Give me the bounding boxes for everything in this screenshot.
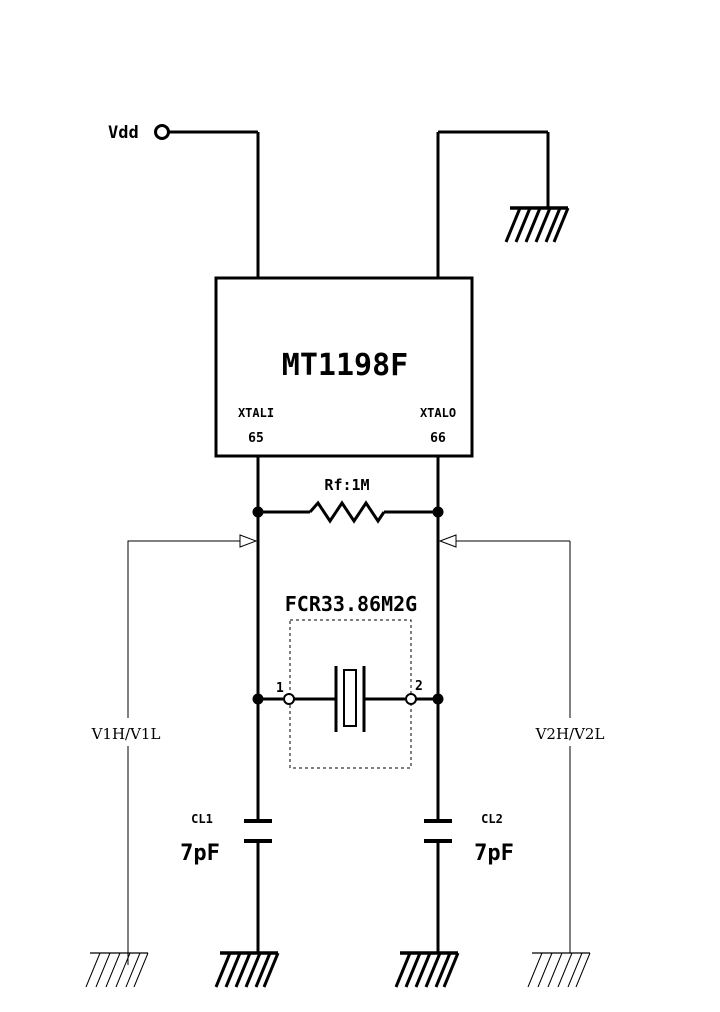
- ground-symbol-top: [504, 206, 570, 244]
- capacitor-cl1: [244, 819, 272, 953]
- ground-symbol-probe-left: [85, 952, 149, 988]
- crystal-label: FCR33.86M2G: [285, 592, 417, 616]
- ground-symbol-cl2: [394, 951, 460, 989]
- probe-right-label: V2H/V2L: [535, 725, 605, 743]
- ground-symbol-cl1: [214, 951, 280, 989]
- junction-dot-left-crystal: [252, 693, 264, 705]
- junction-dot-right-top: [432, 506, 444, 518]
- chip-name: MT1198F: [282, 348, 408, 383]
- cap-right-value: 7pF: [474, 841, 514, 866]
- resistor-label: Rf:1M: [324, 476, 369, 494]
- probe-left: [127, 534, 258, 965]
- pin-left-name: XTALI: [238, 406, 274, 420]
- crystal-pin2-label: 2: [415, 679, 423, 694]
- capacitor-cl2: [424, 819, 452, 953]
- top-ground-wire: [436, 130, 550, 278]
- crystal-pin1-label: 1: [276, 681, 284, 696]
- ground-symbol-probe-right: [527, 952, 591, 988]
- vdd-label: Vdd: [108, 123, 139, 143]
- probe-right: [438, 534, 571, 953]
- probe-left-label: V1H/V1L: [91, 725, 161, 743]
- pin-right-number: 66: [430, 431, 446, 446]
- cap-left-name: CL1: [191, 812, 213, 826]
- junction-dot-left-top: [252, 506, 264, 518]
- resistor-rf: [258, 500, 438, 524]
- cap-left-value: 7pF: [180, 841, 220, 866]
- cap-right-name: CL2: [481, 812, 503, 826]
- junction-dot-right-crystal: [432, 693, 444, 705]
- pin-right-name: XTALO: [420, 406, 456, 420]
- ic-chip: [214, 276, 474, 458]
- vdd-terminal: [154, 124, 260, 278]
- pin-left-number: 65: [248, 431, 264, 446]
